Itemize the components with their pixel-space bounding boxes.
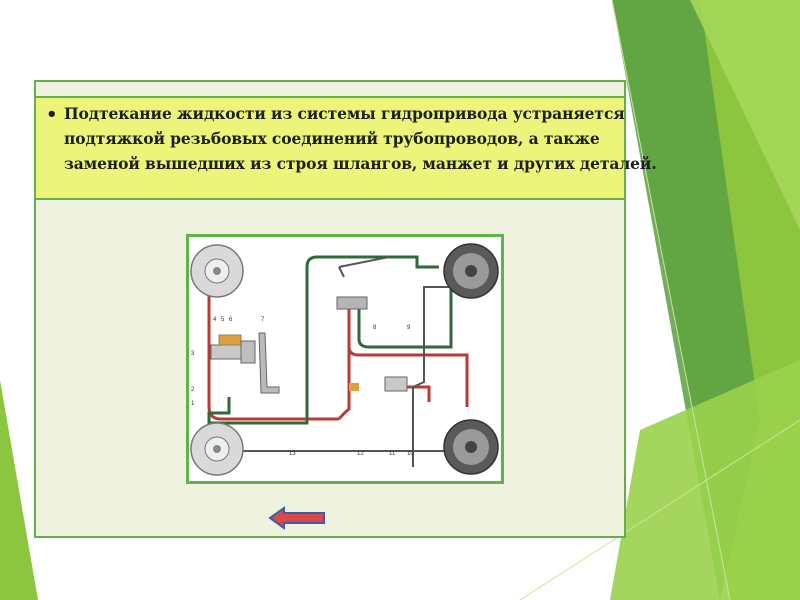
label-6: 6: [229, 317, 233, 323]
pipe-rear-red: [337, 307, 351, 420]
pipe-green-top: [305, 255, 439, 397]
pipe-front-left: [207, 287, 339, 421]
master-cylinder-reservoir: [218, 334, 242, 346]
bullet: •: [46, 104, 58, 125]
label-12: 12: [357, 451, 364, 457]
gray-pipelines: [229, 256, 451, 467]
label-3: 3: [191, 351, 195, 357]
pipe-green-mid: [357, 275, 453, 349]
decor-facet-4: [610, 360, 800, 600]
rear-right-brake-drum: [443, 419, 499, 475]
decor-facet-5: [0, 380, 38, 600]
label-9: 9: [407, 325, 411, 331]
label-1: 1: [191, 401, 195, 407]
diagram-canvas: 4 5 6 7 3 2 1 8 9 13 12 11 10: [190, 243, 499, 476]
pipe-main-red: [347, 307, 469, 407]
left-arrow-icon[interactable]: [268, 506, 326, 530]
decor-line-2: [519, 419, 800, 600]
label-8: 8: [373, 325, 377, 331]
pipe-gray-right: [412, 286, 451, 467]
label-7: 7: [261, 317, 265, 323]
text-line-3: заменой вышедших из строя шлангов, манже…: [64, 154, 657, 173]
decor-line-1: [611, 0, 731, 600]
pipe-tee: [349, 383, 359, 391]
brake-booster: [240, 340, 256, 364]
disc-hub: [213, 267, 221, 275]
front-right-brake-disc: [190, 422, 244, 476]
text-line-2: подтяжкой резьбовых соединений трубопров…: [64, 129, 600, 148]
pressure-regulator: [336, 296, 368, 310]
pipe-branch-red: [399, 385, 431, 402]
slide-content-panel: • Подтекание жидкости из системы гидропр…: [34, 80, 657, 538]
label-5: 5: [221, 317, 225, 323]
label-4: 4: [213, 317, 217, 323]
diagram-labels: 4 5 6 7 3 2 1 8 9 13 12 11 10: [191, 317, 414, 457]
green-pipelines: [207, 255, 453, 425]
drum-hub: [465, 441, 477, 453]
brake-system-diagram: 4 5 6 7 3 2 1 8 9 13 12 11 10: [186, 234, 504, 484]
label-11: 11: [389, 451, 396, 457]
pipe-green-low: [207, 397, 309, 425]
pipe-gray-lever: [338, 256, 390, 278]
label-13: 13: [289, 451, 296, 457]
master-cylinder: [210, 334, 256, 364]
disc-hub: [213, 445, 221, 453]
decor-facet-3: [690, 0, 800, 230]
text-line-1: Подтекание жидкости из системы гидроприв…: [64, 104, 625, 123]
label-2: 2: [191, 387, 195, 393]
drum-hub: [465, 265, 477, 277]
brake-light-switch: [384, 376, 408, 392]
brake-pedal: [258, 332, 280, 394]
rear-left-brake-drum: [443, 243, 499, 299]
front-left-brake-disc: [190, 244, 244, 298]
text-box: • Подтекание жидкости из системы гидропр…: [36, 96, 657, 200]
red-pipelines: [207, 287, 469, 421]
label-10: 10: [407, 451, 414, 457]
arrow-shape[interactable]: [268, 506, 325, 530]
